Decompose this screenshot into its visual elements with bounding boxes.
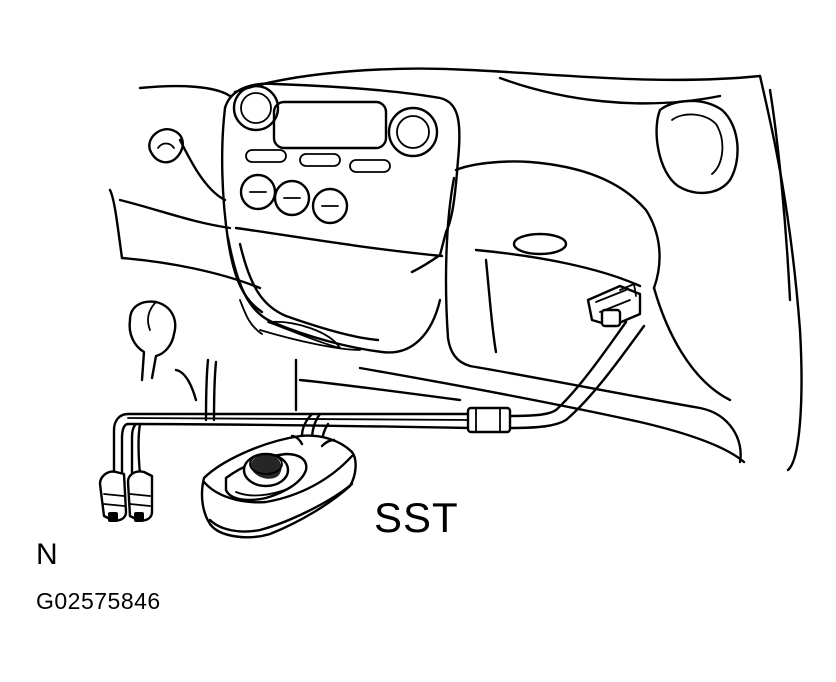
figure-code: G02575846 [36, 588, 161, 614]
center-console [220, 82, 461, 354]
inline-connector [466, 406, 512, 434]
glove-box [298, 99, 746, 464]
orientation-label: N [36, 538, 58, 571]
wire-harness [112, 320, 646, 482]
dlc-connector [586, 283, 642, 328]
sst-label: SST [374, 494, 459, 541]
sst-cable [290, 434, 336, 448]
sst-box [200, 434, 357, 539]
rca-plugs [98, 470, 154, 522]
shift-lever [128, 128, 298, 422]
dashboard [108, 67, 803, 472]
